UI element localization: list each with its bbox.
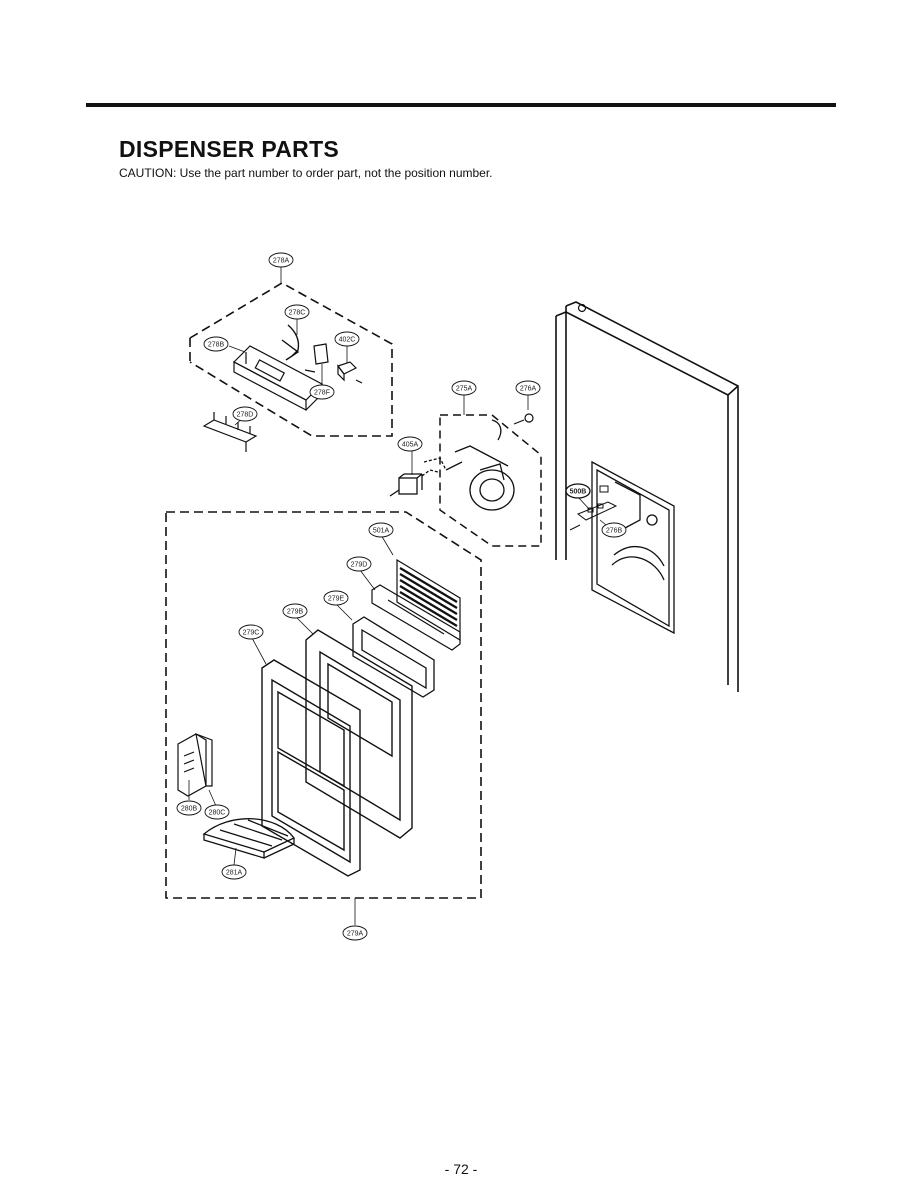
- part-405A-motor: [389, 457, 447, 497]
- svg-text:278A: 278A: [273, 258, 290, 265]
- svg-text:279A: 279A: [347, 931, 364, 938]
- page-number: - 72 -: [444, 1161, 478, 1177]
- svg-text:280C: 280C: [209, 810, 226, 817]
- svg-text:275A: 275A: [456, 386, 473, 393]
- callout-279D: 279D: [346, 556, 372, 572]
- part-279D-frame: [371, 584, 461, 651]
- leader-lines: [188, 266, 613, 925]
- svg-text:279E: 279E: [328, 596, 345, 603]
- callout-280C: 280C: [204, 804, 230, 820]
- svg-text:279D: 279D: [351, 562, 368, 569]
- svg-text:276B: 276B: [606, 528, 623, 535]
- part-280B-280C-cover: [177, 733, 213, 797]
- part-278F-plate: [304, 343, 329, 373]
- svg-text:279B: 279B: [287, 609, 304, 616]
- door-hinge-pin: [577, 303, 587, 313]
- svg-text:278C: 278C: [289, 310, 306, 317]
- part-279C-front-frame: [261, 659, 361, 877]
- group-outline-275A: [439, 414, 542, 547]
- callout-402C: 402C: [334, 331, 360, 347]
- callout-279A: 279A: [342, 925, 368, 941]
- svg-text:279C: 279C: [243, 630, 260, 637]
- svg-text:281A: 281A: [226, 870, 243, 877]
- svg-text:276A: 276A: [520, 386, 537, 393]
- callout-278D: 278D: [232, 406, 258, 422]
- svg-text:278B: 278B: [208, 342, 225, 349]
- part-281A-drip-tray: [202, 818, 296, 859]
- svg-text:405A: 405A: [402, 442, 419, 449]
- part-278C-lever: [281, 324, 300, 361]
- callout-278B: 278B: [203, 336, 229, 352]
- svg-text:501A: 501A: [373, 528, 390, 535]
- part-275A-solenoid: [445, 419, 515, 511]
- callout-279B: 279B: [282, 603, 308, 619]
- top-rule: [86, 103, 836, 107]
- svg-text:402C: 402C: [339, 337, 356, 344]
- callout-500B: 500B: [565, 483, 591, 499]
- callout-501A: 501A: [368, 522, 394, 538]
- group-outline-279A: [165, 511, 482, 899]
- part-279B-frame: [305, 629, 413, 839]
- callout-276A: 276A: [515, 380, 541, 396]
- callout-275A: 275A: [451, 380, 477, 396]
- svg-text:280B: 280B: [181, 806, 198, 813]
- group-outline-278A: [189, 282, 393, 437]
- part-500B-switch: [569, 485, 618, 531]
- page-title: DISPENSER PARTS: [119, 136, 340, 162]
- callout-278F: 278F: [309, 384, 335, 400]
- callout-405A: 405A: [397, 436, 423, 452]
- svg-text:500B: 500B: [570, 489, 587, 496]
- part-279E-panel: [352, 616, 435, 698]
- svg-text:278D: 278D: [237, 412, 254, 419]
- part-276A-nut: [513, 413, 534, 425]
- callout-276B: 276B: [601, 522, 627, 538]
- callout-280B: 280B: [176, 800, 202, 816]
- part-501A-filter: [396, 558, 461, 642]
- callout-279E: 279E: [323, 590, 349, 606]
- callout-281A: 281A: [221, 864, 247, 880]
- part-278B-housing: [233, 345, 323, 411]
- callout-278C: 278C: [284, 304, 310, 320]
- svg-text:278F: 278F: [314, 390, 330, 397]
- caution-note: CAUTION: Use the part number to order pa…: [119, 166, 493, 180]
- callout-278A: 278A: [268, 252, 294, 268]
- dispenser-recess: [591, 460, 675, 635]
- part-278D-bracket: [202, 412, 258, 452]
- callout-279C: 279C: [238, 624, 264, 640]
- part-402C-switch: [337, 361, 363, 384]
- refrigerator-door: [555, 301, 739, 692]
